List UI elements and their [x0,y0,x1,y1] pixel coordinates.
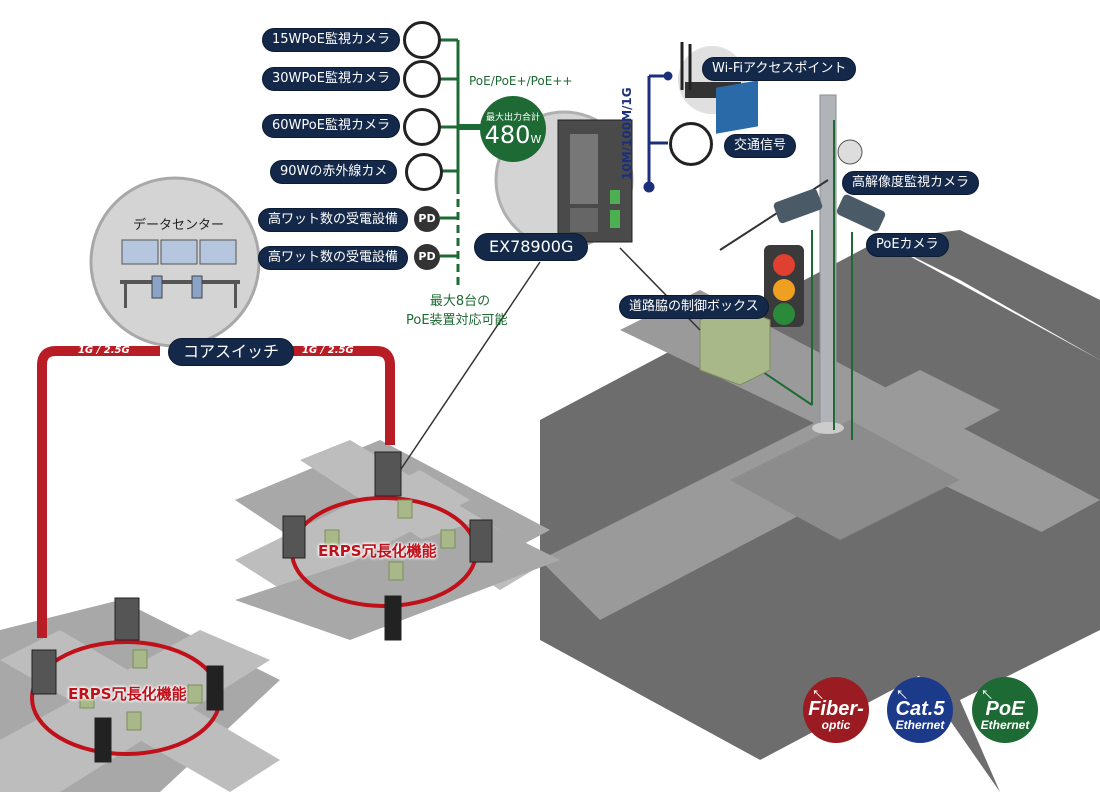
device-label-30w-camera: 30WPoE監視カメラ [262,67,400,91]
switch-model-label: EX78900G [474,233,589,261]
hd-camera-label: 高解像度監視カメラ [842,171,980,195]
ex78900g-switch-image [557,119,633,243]
traffic-signal-label: 交通信号 [724,134,797,158]
fiber-speed-left: 1G / 2.5G [78,345,130,356]
erps-label-left: ERPS冗長化機能 [68,685,187,703]
pd-device-label-1: 高ワット数の受電設備 [258,208,409,232]
data-center-label: データセンター [133,218,225,233]
fiber-speed-right: 1G / 2.5G [302,345,354,356]
legend-cat5-ethernet: ↑ Cat.5 Ethernet [887,677,953,743]
power-budget-value: 480 [484,121,531,149]
poe-bus-lines [436,38,492,290]
ring-cabinets [79,499,456,731]
control-room-illustration [120,239,240,308]
device-label-90w-camera: 90Wの赤外線カメ [270,160,398,184]
pd-badge-2: PD [414,244,440,270]
pd-device-label-2: 高ワット数の受電設備 [258,246,409,270]
uplink-speed-label: 10M/100M/1G [620,87,634,180]
pd-badge-1: PD [414,206,440,232]
wifi-ap-label: Wi-Fiアクセスポイント [702,57,857,81]
erps-label-middle: ERPS冗長化機能 [318,542,437,560]
power-budget-caption: 最大出力合計 [485,113,540,123]
power-budget-badge: 最大出力合計 480W [480,96,546,162]
device-label-15w-camera: 15WPoE監視カメラ [262,28,400,52]
dome-camera-icon [403,108,441,146]
ring-switches [31,451,493,763]
ptz-camera-icon [405,153,443,191]
bullet-camera-icon [403,21,441,59]
bullet-camera-icon [403,60,441,98]
roadside-box-label: 道路脇の制御ボックス [619,295,769,319]
pole-poe-lines [759,120,853,440]
legend-fiber-optic: ↑ Fiber- optic [803,677,869,743]
power-budget-unit: W [530,133,542,146]
legend-poe-ethernet: ↑ PoE Ethernet [972,677,1038,743]
switch-callout-line [396,261,541,476]
poe-standard-label: PoE/PoE+/PoE++ [469,74,573,88]
fiber-cables [37,346,395,638]
core-switch-label: コアスイッチ [168,338,295,366]
traffic-signal-icon [669,122,713,166]
max-devices-note: 最大8台の PoE装置対応可能 [406,294,508,328]
signal-pole [716,80,886,434]
device-label-60w-camera: 60WPoE監視カメラ [262,114,400,138]
ethernet-bus-lines [643,71,673,193]
poe-camera-label: PoEカメラ [866,233,949,257]
